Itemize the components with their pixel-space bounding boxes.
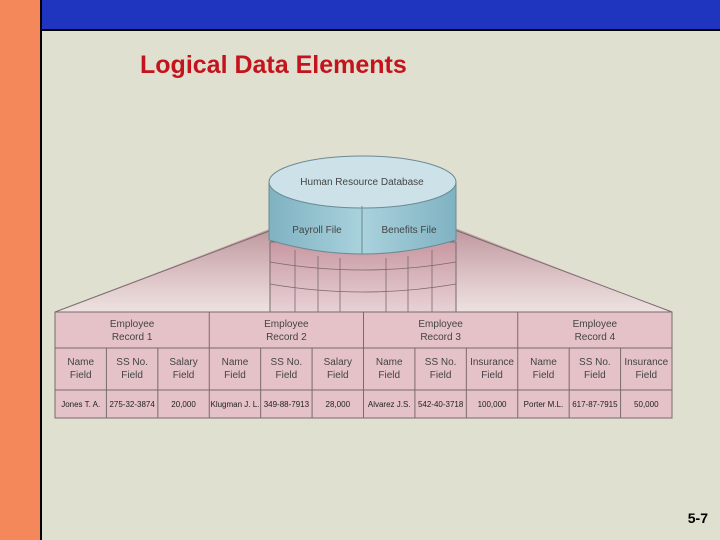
field-label: Salary bbox=[169, 357, 197, 368]
benefits-file-label: Benefits File bbox=[381, 225, 436, 236]
record-label: Employee bbox=[418, 319, 463, 330]
record-label: Record 4 bbox=[575, 332, 616, 343]
field-label: SS No. bbox=[425, 357, 457, 368]
field-value: Porter M.L. bbox=[524, 400, 564, 409]
field-label: Field bbox=[378, 370, 400, 381]
cylinder-record-grid bbox=[269, 250, 457, 312]
slide-number: 5-7 bbox=[687, 510, 708, 526]
field-value: 20,000 bbox=[171, 400, 196, 409]
field-label: Name bbox=[222, 357, 249, 368]
field-value: 349-88-7913 bbox=[264, 400, 310, 409]
field-value: 275-32-3874 bbox=[109, 400, 155, 409]
database-label: Human Resource Database bbox=[300, 177, 424, 188]
field-label: Field bbox=[327, 370, 349, 381]
field-label: SS No. bbox=[271, 357, 303, 368]
field-label: Insurance bbox=[470, 357, 514, 368]
field-value: Klugman J. L. bbox=[210, 400, 259, 409]
field-label: Field bbox=[430, 370, 452, 381]
field-label: Field bbox=[533, 370, 555, 381]
field-value: 28,000 bbox=[326, 400, 351, 409]
field-label: Field bbox=[224, 370, 246, 381]
field-label: SS No. bbox=[116, 357, 148, 368]
record-label: Record 3 bbox=[420, 332, 461, 343]
top-bar bbox=[42, 0, 720, 31]
field-label: Field bbox=[70, 370, 92, 381]
field-label: Field bbox=[173, 370, 195, 381]
slide-title: Logical Data Elements bbox=[140, 51, 407, 79]
field-value: 542-40-3718 bbox=[418, 400, 464, 409]
field-label: Name bbox=[67, 357, 94, 368]
field-value: 50,000 bbox=[634, 400, 659, 409]
field-value: Alvarez J.S. bbox=[368, 400, 411, 409]
record-label: Record 1 bbox=[112, 332, 153, 343]
field-label: Field bbox=[635, 370, 657, 381]
field-label: Field bbox=[481, 370, 503, 381]
field-value: 617-87-7915 bbox=[572, 400, 618, 409]
payroll-file-label: Payroll File bbox=[292, 225, 342, 236]
record-label: Employee bbox=[573, 319, 618, 330]
field-label: Field bbox=[276, 370, 298, 381]
field-label: Field bbox=[584, 370, 606, 381]
left-sidebar bbox=[0, 0, 42, 540]
record-label: Employee bbox=[264, 319, 309, 330]
record-label: Record 2 bbox=[266, 332, 307, 343]
field-label: Name bbox=[530, 357, 557, 368]
field-label: Insurance bbox=[624, 357, 668, 368]
field-label: Salary bbox=[324, 357, 352, 368]
field-label: Name bbox=[376, 357, 403, 368]
field-value: 100,000 bbox=[478, 400, 507, 409]
field-value: Jones T. A. bbox=[61, 400, 100, 409]
record-label: Employee bbox=[110, 319, 155, 330]
field-label: SS No. bbox=[579, 357, 611, 368]
field-label: Field bbox=[121, 370, 143, 381]
